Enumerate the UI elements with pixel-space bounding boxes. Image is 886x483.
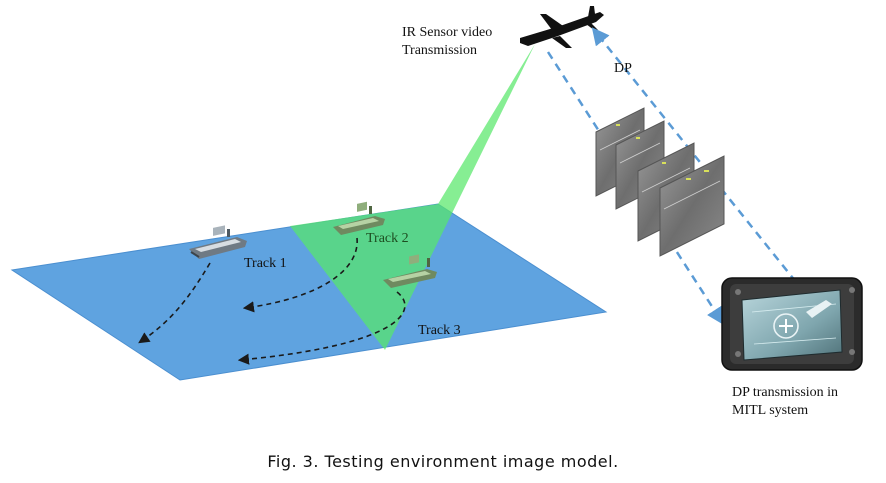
dp-transmission-label-line2: MITL system xyxy=(732,403,809,418)
dp-transmission-label-line1: DP transmission in xyxy=(732,385,839,400)
ir-sensor-label-line2: Transmission xyxy=(402,43,477,58)
track1-arrow xyxy=(138,262,211,344)
ir-frame-icon xyxy=(659,155,725,257)
sensor-beam xyxy=(290,44,535,350)
mitl-display-icon xyxy=(721,277,863,371)
missile-silhouette-icon xyxy=(520,6,604,48)
track3-arrow xyxy=(237,291,406,365)
ir-sensor-label-line1: IR Sensor video xyxy=(402,25,493,40)
dp-link-up xyxy=(591,27,797,283)
track3-label: Track 3 xyxy=(418,323,461,338)
ship-icon xyxy=(189,225,247,259)
ship-icon xyxy=(333,201,385,235)
track1-label: Track 1 xyxy=(244,256,287,271)
track2-label: Track 2 xyxy=(366,231,409,246)
track2-arrow xyxy=(242,237,358,313)
figure-caption: Fig. 3. Testing environment image model. xyxy=(267,452,619,471)
dp-label: DP xyxy=(614,61,632,76)
ship-icon xyxy=(383,254,437,288)
